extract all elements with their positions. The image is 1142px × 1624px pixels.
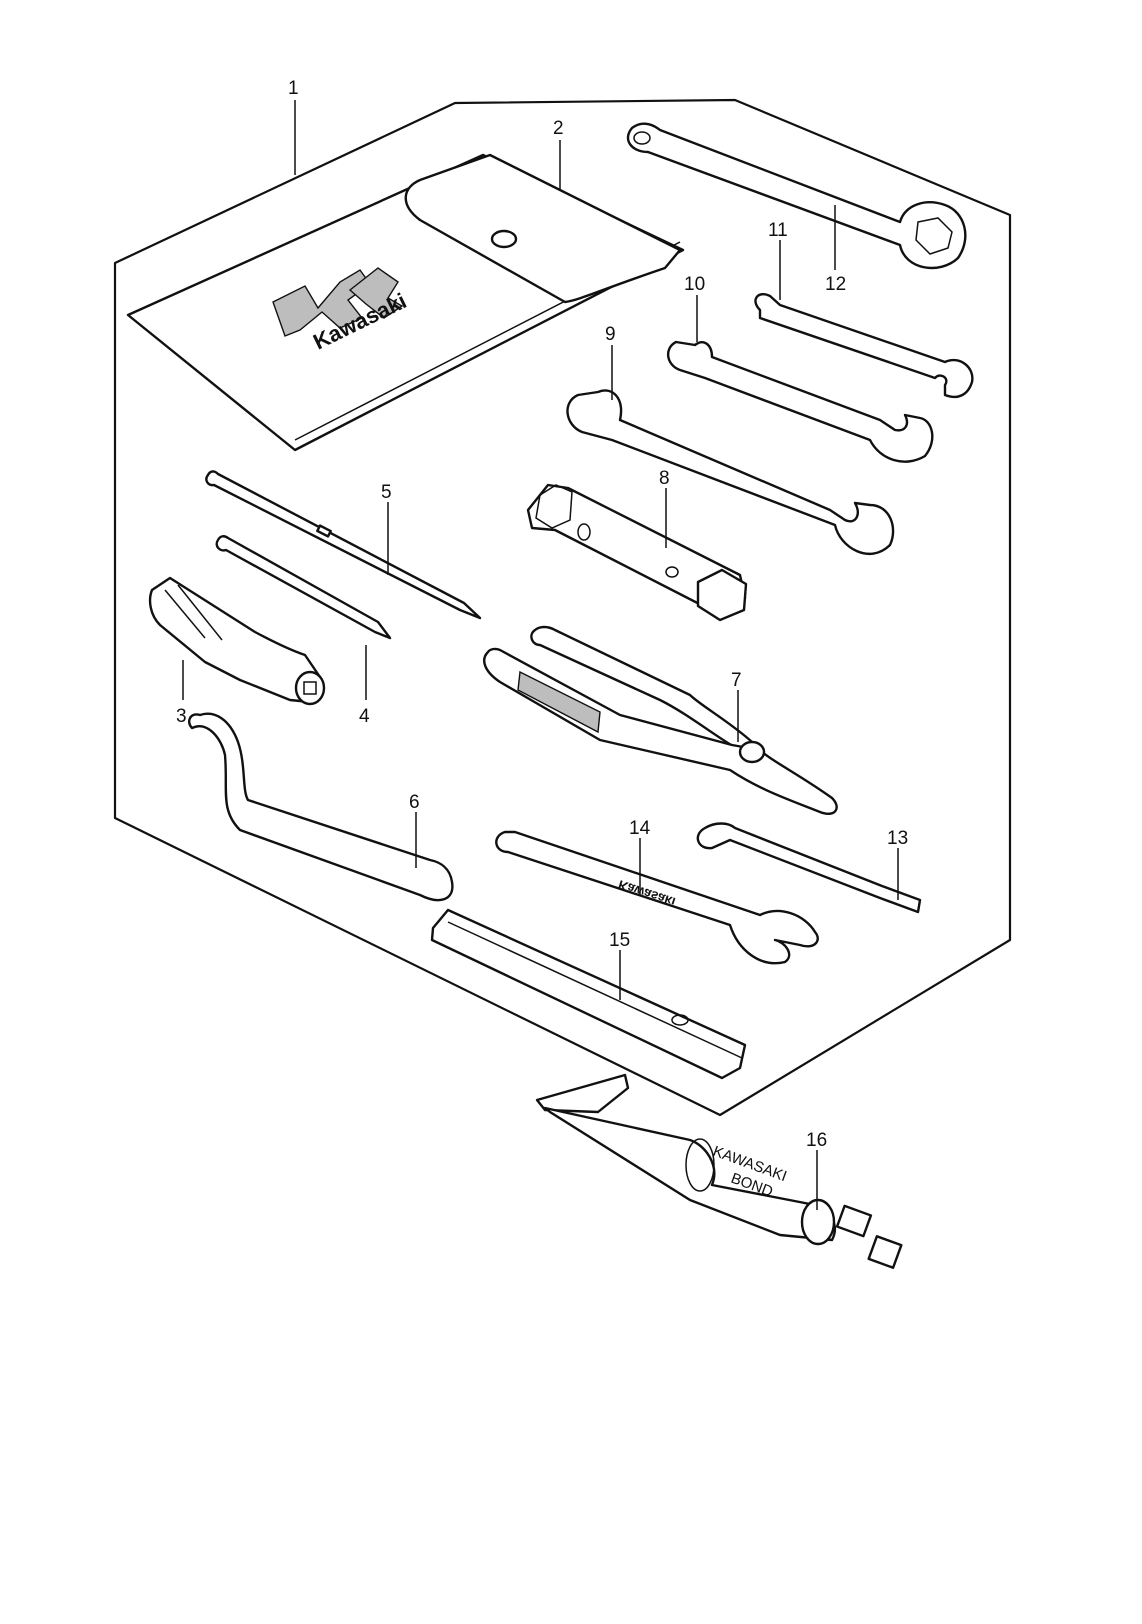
screwdriver-handle [148, 576, 326, 706]
screwdriver-bit-long [205, 470, 482, 620]
callout-9: 9 [605, 324, 616, 345]
tool-kit-boundary [113, 98, 1012, 1117]
tool-pouch: Kawasaki [126, 153, 685, 452]
callout-5: 5 [381, 482, 392, 503]
hook-spanner [188, 712, 454, 902]
kawasaki-bond-tube: KAWASAKI BOND [535, 1073, 903, 1269]
callout-3: 3 [176, 706, 187, 727]
spoke-wrench [696, 822, 922, 914]
box-wrench [626, 122, 967, 270]
screwdriver-bit-short [215, 535, 392, 640]
callout-10: 10 [684, 274, 705, 295]
callout-8: 8 [659, 468, 670, 489]
callout-numbers: 1 2 3 4 5 6 7 8 9 10 11 12 13 14 15 16 [176, 78, 908, 1151]
callout-12: 12 [825, 274, 846, 295]
callout-7: 7 [731, 670, 742, 691]
leader-lines [182, 100, 899, 1210]
callout-16: 16 [806, 1130, 827, 1151]
open-end-wrench-small [754, 293, 974, 399]
pliers [483, 625, 838, 815]
extension-bar [430, 908, 747, 1080]
callout-11: 11 [768, 220, 788, 241]
callout-13: 13 [887, 828, 908, 849]
spark-plug-socket [526, 483, 748, 622]
callout-14: 14 [629, 818, 651, 839]
open-end-wrench-medium [667, 340, 934, 463]
callout-2: 2 [553, 118, 564, 139]
callout-1: 1 [288, 78, 299, 99]
callout-6: 6 [409, 792, 420, 813]
callout-4: 4 [359, 706, 370, 727]
open-end-wrench-large [566, 389, 895, 556]
callout-15: 15 [609, 930, 630, 951]
